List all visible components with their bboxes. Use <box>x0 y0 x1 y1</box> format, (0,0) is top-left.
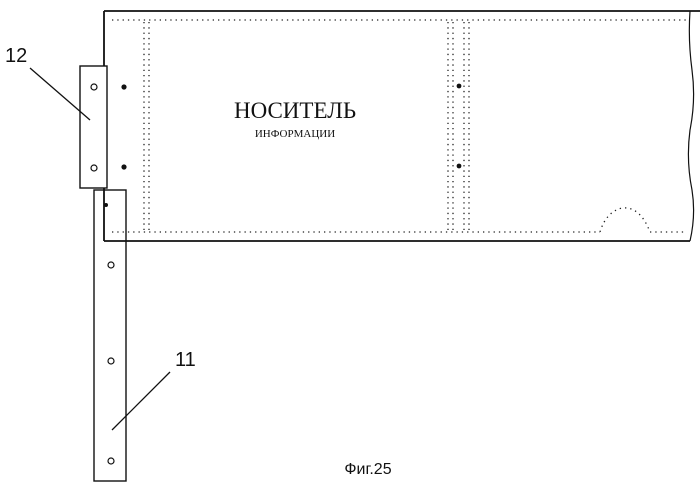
rivet <box>457 84 462 89</box>
holder-hole <box>91 165 97 171</box>
break-line <box>688 11 693 241</box>
leader-line-11 <box>112 372 170 430</box>
information-carrier: НОСИТЕЛЬ ИНФОРМАЦИИ <box>104 11 700 241</box>
strip-hole <box>108 262 114 268</box>
rivet <box>121 84 126 89</box>
strip-hole <box>108 458 114 464</box>
stitch-arc <box>600 208 650 232</box>
ref-label-11: 11 <box>175 349 196 371</box>
rivet <box>457 164 462 169</box>
mounting-strip <box>94 190 126 481</box>
reference-12: 12 <box>5 45 90 120</box>
stitch-lines <box>112 20 688 232</box>
figure-caption: Фиг.25 <box>344 461 391 478</box>
ref-label-12: 12 <box>5 45 27 67</box>
strip-holes <box>108 262 114 464</box>
carrier-subtitle: ИНФОРМАЦИИ <box>255 128 335 140</box>
reference-11: 11 <box>112 349 196 430</box>
rivet <box>121 164 126 169</box>
carrier-title: НОСИТЕЛЬ <box>234 98 356 123</box>
holder-clip <box>80 66 107 188</box>
strip-hole <box>108 358 114 364</box>
holder-hole <box>91 84 97 90</box>
strip-outline <box>94 190 126 481</box>
rivet <box>104 203 108 207</box>
